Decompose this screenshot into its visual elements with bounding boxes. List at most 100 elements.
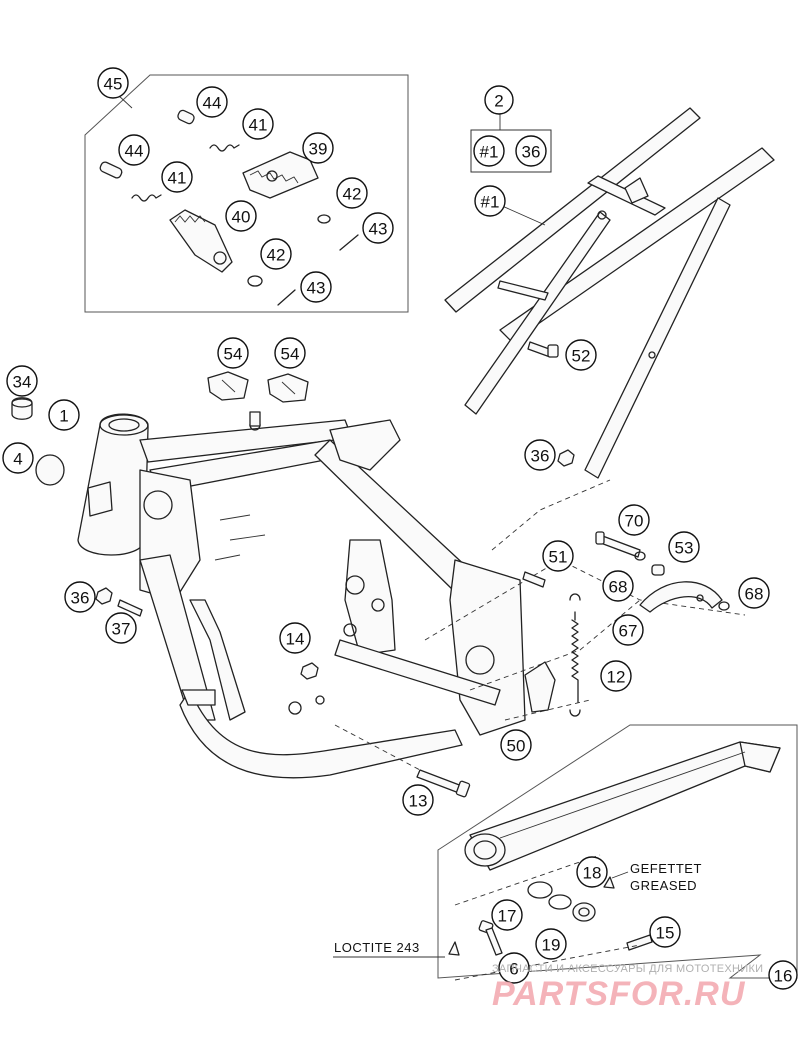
bolt-51 xyxy=(522,571,546,588)
callout-label: 44 xyxy=(125,142,144,161)
bushing-19 xyxy=(572,902,596,922)
bolt-52 xyxy=(527,341,559,358)
callout-label: 42 xyxy=(343,185,362,204)
callout-c44b: 44 xyxy=(118,134,150,166)
callout-c43b: 43 xyxy=(300,271,332,303)
callout-c39: 39 xyxy=(302,132,334,164)
guard-67 xyxy=(639,581,723,613)
callout-c42a: 42 xyxy=(336,177,368,209)
callout-c15: 15 xyxy=(649,916,681,948)
callout-c37: 37 xyxy=(105,612,137,644)
callout-label: 53 xyxy=(675,539,694,558)
callout-c68a: 68 xyxy=(602,570,634,602)
cotter-pin-43-upper xyxy=(339,234,359,251)
callout-c41b: 41 xyxy=(161,161,193,193)
side-stand-inset xyxy=(333,724,798,981)
callout-label: 6 xyxy=(509,960,518,979)
callout-label: 68 xyxy=(745,585,764,604)
grease-18 xyxy=(603,876,615,889)
callout-c1ref: #1 xyxy=(473,135,505,167)
side-stand-inset-border xyxy=(437,724,798,979)
callout-c42b: 42 xyxy=(260,238,292,270)
note-greased-en: GREASED xyxy=(630,878,697,893)
callout-c50: 50 xyxy=(500,729,532,761)
callout-c19: 19 xyxy=(535,928,567,960)
callout-label: 1 xyxy=(59,407,68,426)
callout-label: 36 xyxy=(531,447,550,466)
spring-41-lower xyxy=(131,194,162,202)
o-ring-17 xyxy=(527,881,572,910)
sticker-54-right xyxy=(267,373,309,403)
callout-c17: 17 xyxy=(491,899,523,931)
callout-label: 68 xyxy=(609,578,628,597)
callout-c44a: 44 xyxy=(196,86,228,118)
callout-label: 14 xyxy=(286,630,305,649)
callout-label: 13 xyxy=(409,792,428,811)
callout-c51: 51 xyxy=(542,540,574,572)
pin-44-upper xyxy=(177,109,195,125)
spring-12 xyxy=(569,593,581,717)
callout-label: 17 xyxy=(498,907,517,926)
callout-c16: 16 xyxy=(768,960,798,990)
callout-c68b: 68 xyxy=(738,577,770,609)
callout-label: #1 xyxy=(481,193,500,212)
callout-label: 43 xyxy=(369,220,388,239)
callout-c6: 6 xyxy=(498,952,530,984)
pin-44-lower xyxy=(99,161,123,179)
callout-label: 41 xyxy=(249,116,268,135)
callout-label: 4 xyxy=(13,450,22,469)
callout-c1sub: #1 xyxy=(474,185,506,217)
callout-c70: 70 xyxy=(618,504,650,536)
callout-c54b: 54 xyxy=(274,337,306,369)
callout-label: 12 xyxy=(607,668,626,687)
callout-label: 70 xyxy=(625,512,644,531)
washer-68-right xyxy=(718,601,730,611)
cap-34 xyxy=(11,397,33,420)
callout-label: 43 xyxy=(307,279,326,298)
nut-36-frame xyxy=(95,587,113,605)
callout-c41a: 41 xyxy=(242,108,274,140)
callout-label: 41 xyxy=(168,169,187,188)
subframe-rails xyxy=(444,107,775,479)
cotter-pin-43-lower xyxy=(277,289,296,306)
footpeg-40 xyxy=(169,209,233,273)
callout-label: 36 xyxy=(71,589,90,608)
footpeg-39 xyxy=(242,151,319,199)
callout-c1: 1 xyxy=(48,399,80,431)
callout-label: 45 xyxy=(104,75,123,94)
bolt-6 xyxy=(478,920,503,956)
cover-4 xyxy=(35,454,65,486)
main-frame xyxy=(77,411,526,779)
callout-c52: 52 xyxy=(565,339,597,371)
spring-41-upper xyxy=(209,144,240,152)
callout-label: 50 xyxy=(507,737,526,756)
watermark-caption: ЗАПЧАСТИ И АКСЕССУАРЫ ДЛЯ МОТОТЕХНИКИ xyxy=(492,963,763,975)
callout-label: 19 xyxy=(542,936,561,955)
callout-label: 44 xyxy=(203,94,222,113)
callout-label: 37 xyxy=(112,620,131,639)
callout-c40: 40 xyxy=(225,200,257,232)
callout-c36a: 36 xyxy=(64,581,96,613)
bolt-13 xyxy=(416,769,471,798)
callout-label: 67 xyxy=(619,622,638,641)
washer-68-left xyxy=(634,551,646,561)
callout-label: 39 xyxy=(309,140,328,159)
washer-42-lower xyxy=(247,275,263,287)
plate-50 xyxy=(524,661,556,713)
callout-label: 52 xyxy=(572,347,591,366)
callout-c53: 53 xyxy=(668,531,700,563)
footpeg-inset xyxy=(84,74,409,313)
callout-label: 34 xyxy=(13,373,32,392)
callout-c18: 18 xyxy=(576,856,608,888)
callout-label: 18 xyxy=(583,864,602,883)
callout-c43a: 43 xyxy=(362,212,394,244)
callout-label: 51 xyxy=(549,548,568,567)
callout-label: 2 xyxy=(494,92,503,111)
nut-36-subframe xyxy=(557,449,575,467)
washer-42-upper xyxy=(317,214,331,224)
spacer-53 xyxy=(651,564,665,576)
bolt-15 xyxy=(626,934,653,951)
callout-c34: 34 xyxy=(6,365,38,397)
right-parts-cluster xyxy=(424,479,746,721)
